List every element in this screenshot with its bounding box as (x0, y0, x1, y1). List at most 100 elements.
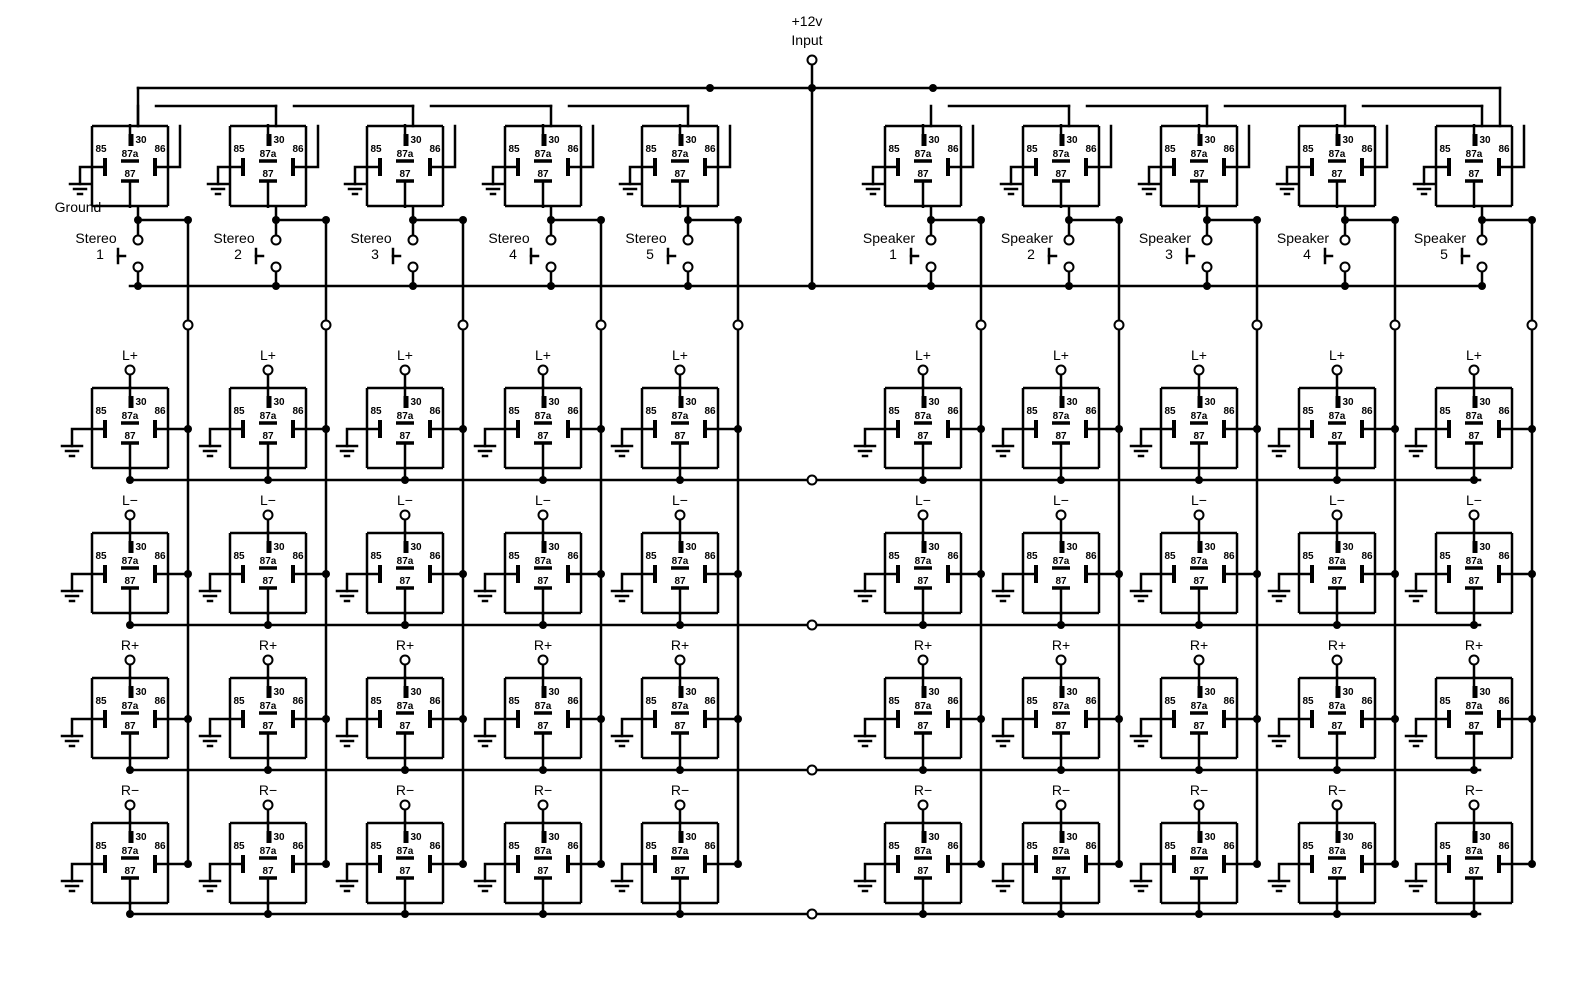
pin-87a: 87a (122, 556, 139, 567)
pin-30: 30 (685, 135, 697, 146)
pin-87a: 87a (535, 411, 552, 422)
junction-dot (322, 425, 330, 433)
junction-dot (1195, 476, 1203, 484)
switch-terminal (132, 261, 144, 273)
pin-87a: 87a (1329, 411, 1346, 422)
pin-87a: 87a (915, 149, 932, 160)
junction-dot (1253, 715, 1261, 723)
coil-ground-wire (1139, 717, 1176, 738)
junction-dot (1470, 910, 1478, 918)
junction-dot (929, 84, 937, 92)
pin-87: 87 (1055, 169, 1067, 180)
switch-terminal (407, 261, 419, 273)
output-label: L− (1191, 492, 1207, 508)
junction-dot (1478, 282, 1486, 290)
output-label: R− (914, 782, 932, 798)
pin-86: 86 (1361, 696, 1373, 707)
coil-ground-wire (78, 165, 107, 186)
pin-86: 86 (1498, 841, 1510, 852)
coil-ground-wire (1277, 717, 1314, 738)
pin-87: 87 (1055, 576, 1067, 587)
pin-87a: 87a (122, 701, 139, 712)
pin-87a: 87a (1329, 149, 1346, 160)
switch-terminal (925, 234, 937, 246)
pin-87a: 87a (397, 846, 414, 857)
junction-dot (919, 766, 927, 774)
output-label: R− (1190, 782, 1208, 798)
pin-85: 85 (508, 696, 520, 707)
pin-85: 85 (888, 406, 900, 417)
switch-terminal (1339, 234, 1351, 246)
pin-87a: 87a (535, 846, 552, 857)
junction-dot (1065, 216, 1073, 224)
output-terminal (399, 799, 411, 811)
junction-dot (1391, 860, 1399, 868)
output-terminal (1055, 654, 1067, 666)
coil-ground-wire (863, 572, 900, 593)
ground-label: Ground (55, 199, 102, 215)
junction-dot (597, 570, 605, 578)
output-label: L+ (260, 347, 276, 363)
pin-87a: 87a (1053, 556, 1070, 567)
pin-87: 87 (124, 169, 136, 180)
junction-dot (1115, 425, 1123, 433)
pin-30: 30 (548, 397, 560, 408)
coil-ground-wire (1139, 862, 1176, 883)
coil-ground-wire (1001, 717, 1038, 738)
control-number: 4 (509, 246, 517, 262)
coil-ground-wire (1139, 572, 1176, 593)
pin-30: 30 (1204, 397, 1216, 408)
pin-30: 30 (1066, 397, 1078, 408)
junction-dot (734, 715, 742, 723)
pin-87a: 87a (1191, 411, 1208, 422)
pin-85: 85 (1439, 551, 1451, 562)
pin-30: 30 (135, 542, 147, 553)
pin-85: 85 (1026, 841, 1038, 852)
junction-dot (1115, 216, 1123, 224)
output-bus-terminal (806, 764, 818, 776)
junction-dot (126, 621, 134, 629)
pin-87: 87 (399, 866, 411, 877)
pin-85: 85 (370, 144, 382, 155)
pin-87: 87 (1468, 169, 1480, 180)
pin-87a: 87a (672, 701, 689, 712)
output-label: L+ (397, 347, 413, 363)
pin-87: 87 (1193, 169, 1205, 180)
coil-ground-wire (70, 572, 107, 593)
pin-87a: 87a (672, 149, 689, 160)
control-label: Stereo (350, 230, 391, 246)
junction-dot (1203, 282, 1211, 290)
junction-dot (322, 216, 330, 224)
pin-87a: 87a (1191, 149, 1208, 160)
junction-dot (734, 860, 742, 868)
pin-87: 87 (1055, 431, 1067, 442)
pin-86: 86 (154, 696, 166, 707)
pin-87: 87 (124, 576, 136, 587)
junction-dot (322, 715, 330, 723)
coil-ground-wire (491, 165, 520, 186)
output-label: L− (260, 492, 276, 508)
junction-dot (808, 84, 816, 92)
control-number: 2 (1027, 246, 1035, 262)
junction-dot (459, 860, 467, 868)
pin-87a: 87a (672, 846, 689, 857)
pin-87: 87 (1468, 576, 1480, 587)
pin-30: 30 (135, 135, 147, 146)
pin-30: 30 (685, 687, 697, 698)
output-terminal (537, 364, 549, 376)
output-terminal (917, 654, 929, 666)
